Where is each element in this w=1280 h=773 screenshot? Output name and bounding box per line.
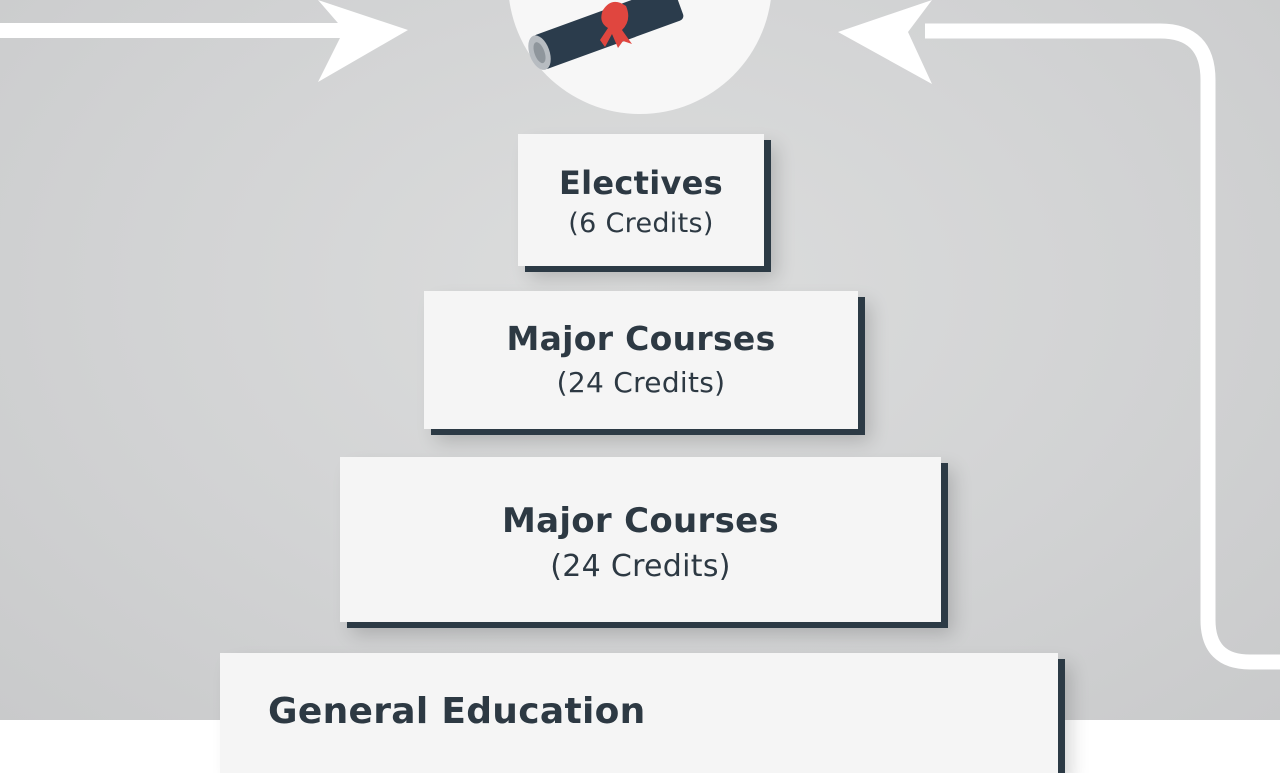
electives-block: Electives (6 Credits) [518, 134, 764, 266]
block-title: Major Courses [506, 319, 776, 358]
block-credits: (6 Credits) [568, 208, 714, 239]
major-courses-block-lower: Major Courses (24 Credits) [340, 457, 941, 622]
block-credits: (24 Credits) [556, 366, 726, 399]
block-title: General Education [268, 691, 646, 732]
major-courses-block-upper: Major Courses (24 Credits) [424, 291, 858, 429]
diploma-icon [509, 0, 771, 114]
loop-connector [925, 23, 1280, 670]
connectors [0, 0, 1280, 670]
block-title: Major Courses [501, 501, 780, 541]
block-credits: (24 Credits) [550, 549, 731, 584]
arrow-left-icon [838, 0, 932, 84]
general-education-block: General Education [220, 653, 1058, 773]
block-title: Electives [558, 164, 724, 202]
arrow-right-icon [0, 0, 408, 82]
